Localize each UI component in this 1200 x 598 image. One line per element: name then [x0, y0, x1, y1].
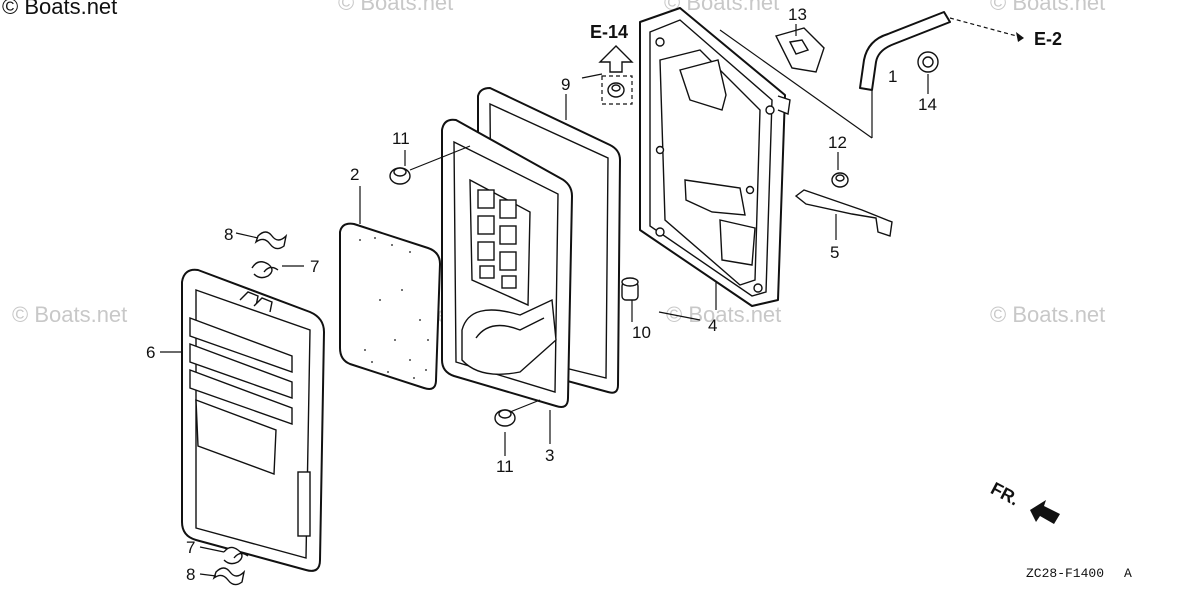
callout-8-top: 8: [224, 225, 233, 244]
grommet: [917, 51, 939, 73]
watermark: © Boats.net: [990, 302, 1105, 327]
callout-11-top: 11: [392, 129, 410, 148]
nut-bottom: [494, 409, 516, 427]
spring-clip-bottom: [223, 546, 249, 565]
watermark-top-left: © Boats.net: [2, 0, 117, 19]
clip-bottom: [212, 567, 246, 586]
clip-top: [254, 231, 288, 250]
air-cleaner-cover: [181, 268, 325, 572]
spring-clip-top: [251, 261, 279, 279]
flange-nut: [831, 172, 849, 188]
front-arrow-icon: [1030, 500, 1060, 524]
callout-2: 2: [350, 165, 359, 184]
gasket-small: [774, 27, 825, 73]
leader-lines: [160, 17, 1025, 577]
front-label: FR.: [988, 478, 1023, 509]
watermark: © Boats.net: [664, 0, 779, 15]
callout-9: 9: [561, 75, 570, 94]
watermark: © Boats.net: [338, 0, 453, 15]
stay-bracket: [794, 189, 893, 237]
callout-6: 6: [146, 343, 155, 362]
breather-tube: [859, 11, 951, 91]
watermark: © Boats.net: [12, 302, 127, 327]
element-holder: [441, 118, 573, 408]
diagram-revision: A: [1124, 566, 1132, 581]
callout-4: 4: [708, 316, 717, 335]
watermark: © Boats.net: [666, 302, 781, 327]
callout-11-bottom: 11: [496, 457, 514, 476]
callout-14: 14: [918, 95, 937, 114]
air-cleaner-case: [639, 7, 791, 307]
collar: [621, 277, 639, 301]
diagram-code: ZC28-F1400: [1026, 566, 1104, 581]
callout-7-top: 7: [310, 257, 319, 276]
callout-13: 13: [788, 5, 807, 24]
callout-12: 12: [828, 133, 847, 152]
callout-3: 3: [545, 446, 554, 465]
e2-arrowhead: [1016, 32, 1024, 42]
callout-1: 1: [888, 67, 897, 86]
foam-element: [339, 222, 441, 390]
up-arrow-icon: [598, 45, 634, 73]
callout-10: 10: [632, 323, 651, 342]
ref-e2: E-2: [1034, 29, 1062, 49]
callout-8-bottom: 8: [186, 565, 195, 584]
callout-7-bottom: 7: [186, 538, 195, 557]
callout-5: 5: [830, 243, 839, 262]
ref-e14: E-14: [590, 22, 628, 42]
grommet-boxed: [601, 75, 633, 105]
watermark: © Boats.net: [990, 0, 1105, 15]
nut-top: [389, 167, 411, 185]
